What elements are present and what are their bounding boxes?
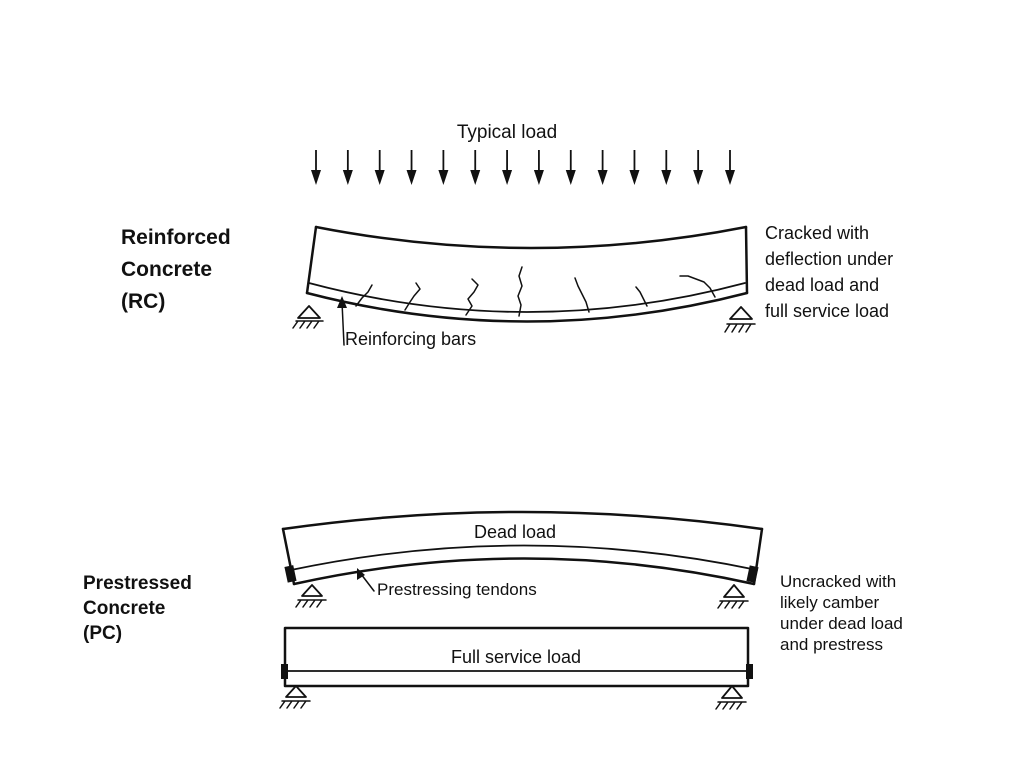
pointer-arrowhead — [357, 568, 365, 580]
rc-left-support — [292, 305, 324, 329]
support-triangle — [729, 306, 753, 320]
rc-cracks — [355, 266, 716, 317]
pc-dead-load-label: Dead load — [474, 522, 556, 542]
rc-beam-right-end — [744, 225, 749, 295]
support-triangle — [301, 584, 323, 597]
rc-reinforcing-bar-line — [308, 282, 746, 313]
load-arrow — [597, 150, 608, 185]
load-arrow — [342, 150, 353, 185]
pc-left-anchor — [284, 565, 297, 583]
pc-tendons-pointer — [357, 568, 375, 592]
pc-beam-bottom-edge — [292, 557, 756, 586]
rc-title-line-3: (RC) — [121, 290, 165, 313]
pc-note-line-3: under dead load — [780, 614, 903, 633]
pc-cambered-beam — [281, 510, 764, 586]
rc-beam-bottom-edge — [305, 291, 749, 323]
crack — [355, 284, 373, 307]
load-arrow — [725, 150, 735, 185]
pc-note-line-4: and prestress — [780, 635, 883, 654]
rc-beam-top-edge — [314, 225, 748, 250]
pc-right-support-2 — [715, 685, 747, 710]
typical-load-label: Typical load — [457, 122, 557, 143]
rc-reinforcing-bars-label: Reinforcing bars — [345, 329, 476, 349]
pc-title: Prestressed Concrete (PC) — [83, 573, 192, 644]
load-arrow — [533, 150, 544, 185]
pc-tendon-line — [290, 544, 758, 571]
support-hatch — [279, 700, 311, 709]
crack — [465, 278, 479, 316]
pc-title-line-3: (PC) — [83, 623, 122, 644]
pointer-line — [360, 573, 375, 592]
crack — [679, 275, 716, 298]
load-arrow — [661, 150, 672, 185]
load-arrow — [502, 150, 513, 185]
rc-note-line-2: deflection under — [765, 249, 893, 269]
load-arrow — [470, 150, 481, 185]
pc-beam-2-outline — [283, 626, 750, 688]
support-triangle — [723, 584, 745, 598]
pc-title-line-2: Concrete — [83, 598, 165, 619]
load-arrow — [374, 150, 385, 185]
rc-note: Cracked with deflection under dead load … — [765, 223, 893, 321]
crack — [574, 277, 590, 313]
rc-note-line-4: full service load — [765, 301, 889, 321]
crack — [635, 286, 648, 307]
pc-full-service-label: Full service load — [451, 647, 581, 667]
load-arrow — [629, 150, 640, 185]
load-arrow — [311, 150, 321, 185]
crack — [404, 282, 421, 311]
rc-note-line-1: Cracked with — [765, 223, 869, 243]
pc-right-anchor-2 — [746, 664, 753, 679]
support-hatch — [717, 600, 749, 609]
support-triangle — [721, 685, 743, 699]
support-hatch — [292, 320, 324, 329]
support-hatch — [724, 323, 756, 333]
support-triangle — [297, 305, 321, 319]
support-hatch — [295, 599, 327, 608]
crack — [517, 266, 523, 317]
pc-straight-beam — [281, 626, 753, 688]
pointer-line — [341, 301, 345, 346]
rc-note-line-3: dead load and — [765, 275, 879, 295]
pointer-arrowhead — [337, 296, 347, 308]
pc-note: Uncracked with likely camber under dead … — [780, 572, 903, 654]
pc-title-line-1: Prestressed — [83, 573, 192, 594]
load-arrows — [311, 150, 735, 185]
load-arrow — [438, 150, 449, 185]
rc-title: Reinforced Concrete (RC) — [121, 226, 231, 313]
pc-note-line-1: Uncracked with — [780, 572, 896, 591]
load-arrow — [406, 150, 417, 185]
pc-left-support-1 — [295, 584, 327, 608]
support-hatch — [715, 701, 747, 710]
pc-right-anchor — [746, 565, 759, 583]
pc-tendons-label: Prestressing tendons — [377, 580, 537, 599]
rc-beam-left-end — [305, 225, 318, 295]
load-arrow — [693, 150, 704, 185]
pc-left-support-2 — [279, 685, 311, 709]
pc-beam-top-edge — [281, 510, 764, 531]
rc-reinforcing-bars-pointer — [337, 296, 347, 346]
pc-left-anchor-2 — [281, 664, 288, 679]
load-arrow — [565, 150, 576, 185]
rc-title-line-2: Concrete — [121, 258, 212, 281]
rc-beam — [305, 225, 749, 323]
pc-note-line-2: likely camber — [780, 593, 880, 612]
pc-right-support-1 — [717, 584, 749, 609]
support-triangle — [285, 685, 307, 698]
rc-title-line-1: Reinforced — [121, 226, 231, 249]
rc-right-support — [724, 306, 756, 333]
